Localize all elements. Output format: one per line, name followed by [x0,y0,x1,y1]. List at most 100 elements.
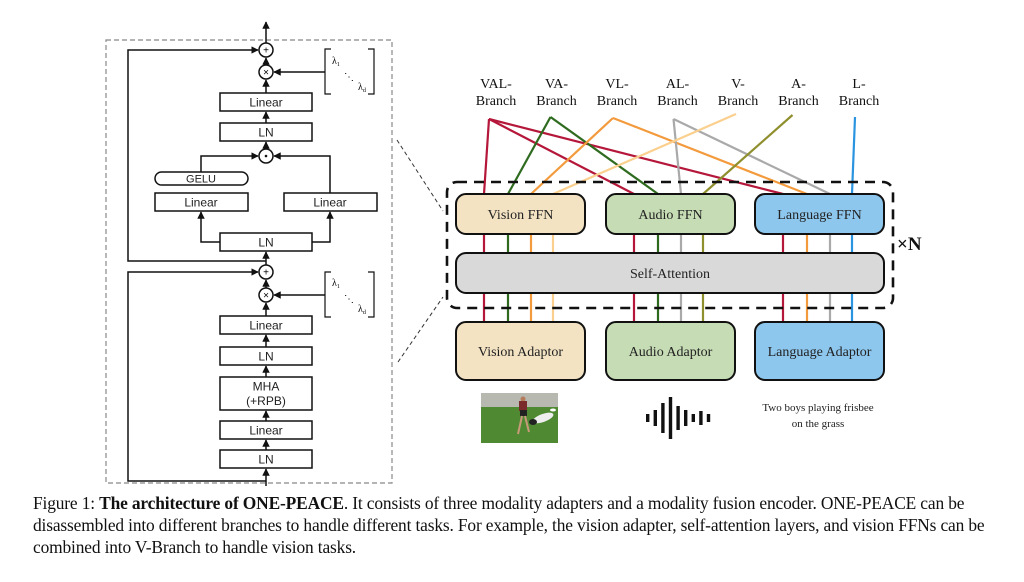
figure-caption: Figure 1: The architecture of ONE-PEACE.… [33,492,1023,558]
ffn-linear-top-box [219,92,313,112]
branch-route-line [552,112,737,196]
waveform-bar [699,411,703,425]
photo-player-1-leg [517,415,523,435]
ffn-linear-left-box [154,192,249,212]
attn-linear-bottom-label: Linear [249,424,282,438]
ffn-add-node [258,42,274,58]
text-input-line2: on the grass [792,418,845,430]
caption-prefix: Figure 1: [33,493,100,513]
gelu-label: GELU [186,174,216,186]
lambda-matrix: λ1 ⋱ λd [324,271,375,318]
image-input [481,393,558,443]
self-attention-box [455,252,885,294]
lambda-dots: ⋱ [344,294,354,305]
encoder-layer-dashed-border [445,180,895,310]
waveform-bar [684,410,688,426]
vision-adaptor-label: Vision Adaptor [478,345,563,360]
language-ffn-box [754,193,885,235]
ffn-linear-right-box [283,192,378,212]
attn-linear-top-label: Linear [249,319,282,333]
ffn-scale-node [258,64,274,80]
waveform-bar [676,406,680,430]
ln-to-right-linear [312,211,334,243]
ffn-residual-line [127,46,266,262]
block-detail-dashed-border [105,39,393,484]
attn-scale-symbol: × [263,291,269,302]
waveform-bar [706,414,711,422]
right-branch-line [273,152,331,193]
branch-label-line1: VL- [605,77,629,92]
branch-label-line2: Branch [536,94,576,109]
vision-ffn-label: Vision FFN [488,208,554,223]
photo-player-1-body [519,401,527,411]
attn-residual-line [127,268,266,482]
waveform-bar [653,410,657,426]
ffn-linear-top-label: Linear [249,96,282,110]
attn-ln-mid-box [219,346,313,366]
photo-player-1-shorts [520,410,527,416]
audio-adaptor-label: Audio Adaptor [629,345,713,360]
language-ffn-label: Language FFN [777,208,861,223]
ffn-linear-left-label: Linear [184,196,217,210]
attn-ln-mid-label: LN [258,350,273,364]
attn-ln-bottom-box [219,449,313,469]
gelu-branch-line [200,152,259,172]
waveform-bar [668,397,673,439]
photo-player-2-shorts [529,419,537,425]
caption-title: The architecture of ONE-PEACE [99,493,344,513]
photo-player-2-body [532,412,554,424]
attn-scale-node [258,287,274,303]
branch-route-line [488,118,635,195]
ffn-ln-top-box [219,122,313,142]
branch-label-line1: VAL- [480,77,512,92]
mha-box [219,376,313,411]
branch-route-line [482,118,491,195]
branch-label-line2: Branch [597,94,637,109]
branch-label-line1: L- [852,77,866,92]
branch-label-line2: Branch [778,94,818,109]
ffn-mul-dot [264,154,268,158]
photo-player-1-head [520,396,526,402]
branch-route-line [549,116,659,195]
zoom-connector-bottom [397,296,444,363]
lambda-first: λ1 [332,278,340,290]
branch-labels: VAL- Branch VA- Branch VL- Branch AL- Branch V- B… [476,77,879,109]
ffn-ln-bottom-label: LN [258,236,273,250]
zoom-connector-top [396,139,444,212]
architecture-diagram: + × λ1 ⋱ λd Linear LN GELU [105,21,922,486]
language-adaptor-box [754,321,885,381]
attn-linear-top-box [219,315,313,335]
ffn-ln-top-label: LN [258,126,273,140]
branch-label-line1: A- [791,77,806,92]
branch-label-line2: Branch [476,94,516,109]
ffn-add-symbol: + [263,46,269,57]
branch-label-line1: VA- [545,77,568,92]
branch-label-line2: Branch [718,94,758,109]
photo-frisbee [550,408,556,412]
mha-label-line1: MHA [253,380,280,394]
branch-route-line [612,116,808,196]
ln-to-left-linear [197,211,220,243]
lambda-last: λd [358,82,366,94]
lambda-first: λ1 [332,56,340,68]
repeat-label: ×N [897,234,922,255]
ffn-ln-bottom-box [219,232,313,252]
branch-label-line1: AL- [666,77,690,92]
ffn-sub-block: + × λ1 ⋱ λd Linear LN GELU [127,42,378,265]
caption-body: . It consists of three modality adapters… [33,493,985,557]
photo-player-1-leg [524,415,530,433]
attn-add-node [258,264,274,280]
gelu-box [154,171,249,186]
vision-ffn-box [455,193,586,235]
self-attention: Self-Attention [455,252,885,294]
branch-label-line1: V- [731,77,745,92]
lambda-last: λd [358,304,366,316]
attn-ln-bottom-label: LN [258,453,273,467]
branch-label-line2: Branch [839,94,879,109]
branch-label-line2: Branch [657,94,697,109]
waveform-bar [661,403,665,433]
self-attention-label: Self-Attention [630,267,710,282]
lambda-matrix: λ1 ⋱ λd [324,48,375,95]
